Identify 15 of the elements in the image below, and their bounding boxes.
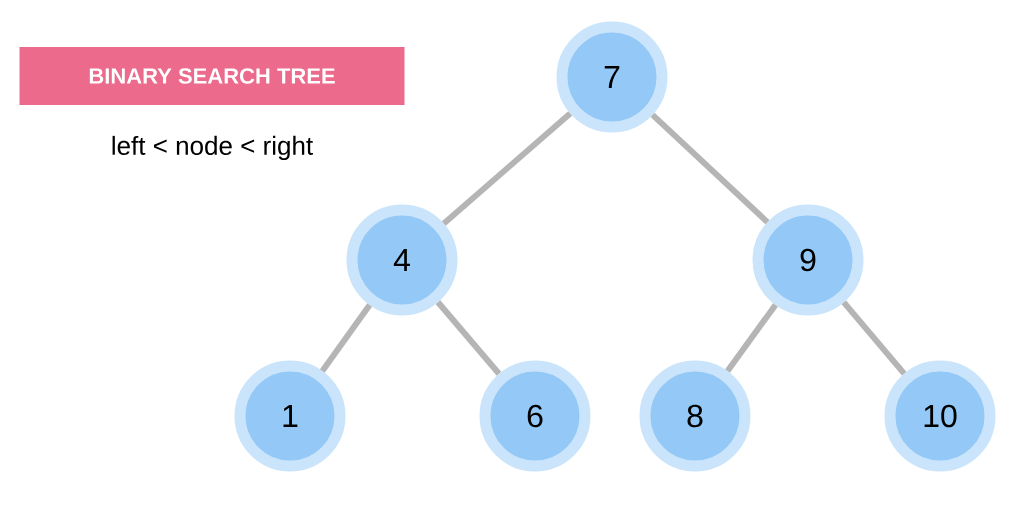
tree-edge <box>441 111 573 226</box>
rule-text: left < node < right <box>112 135 313 161</box>
tree-node: 7 <box>556 21 668 133</box>
tree-node: 8 <box>639 360 751 472</box>
tree-edge <box>841 300 907 376</box>
tree-node: 10 <box>884 360 996 472</box>
tree-node: 1 <box>234 360 346 472</box>
tree-edge <box>435 300 502 376</box>
tree-edge <box>650 112 770 225</box>
tree-node: 9 <box>752 204 864 316</box>
title-banner: BINARY SEARCH TREE <box>19 47 405 105</box>
tree-edge <box>725 303 778 373</box>
tree-edge <box>319 303 373 373</box>
tree-node: 6 <box>479 360 591 472</box>
tree-node: 4 <box>346 204 458 316</box>
